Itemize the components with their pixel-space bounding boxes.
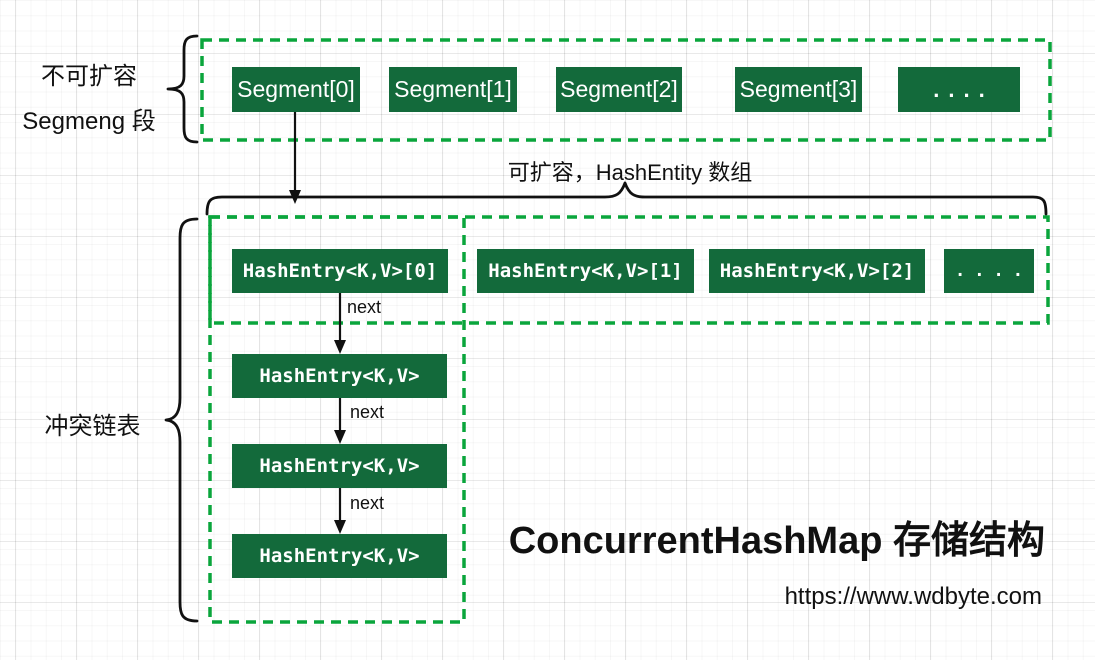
segment-section-label: 不可扩容 Segmeng 段: [0, 54, 178, 144]
segment-box-2: Segment[2]: [556, 67, 682, 112]
next-arrowhead-3: [334, 520, 346, 534]
segment-box-3: Segment[3]: [735, 67, 862, 112]
segment-section-brace: [166, 34, 199, 144]
diagram-title: ConcurrentHashMap 存储结构: [508, 520, 1045, 562]
hashentry-box-0: HashEntry<K,V>[0]: [232, 249, 448, 293]
chain-node-3: HashEntry<K,V>: [232, 534, 447, 578]
chain-node-2: HashEntry<K,V>: [232, 444, 447, 488]
hashentry-array-annotation: 可扩容，HashEntity 数组: [507, 160, 753, 185]
next-arrowhead-1: [334, 340, 346, 354]
chain-section-label: 冲突链表: [44, 413, 141, 440]
segment-section-label-line2: Segmeng 段: [22, 108, 156, 135]
hashentry-box-ellipsis: ....: [944, 249, 1034, 293]
segment-box-ellipsis: ....: [898, 67, 1020, 112]
next-label-1: next: [347, 297, 382, 317]
next-arrowhead-2: [334, 430, 346, 444]
segment-box-0: Segment[0]: [232, 67, 360, 112]
segment-array-boundary: [200, 38, 1052, 142]
hashentry-box-1: HashEntry<K,V>[1]: [477, 249, 694, 293]
next-label-3: next: [350, 493, 385, 513]
collision-chain-boundary: [208, 215, 466, 624]
segment-to-entries-arrowhead: [289, 190, 301, 204]
segment-section-label-line1: 不可扩容: [41, 63, 137, 90]
hashentry-array-brace: [205, 181, 1048, 216]
hashentry-box-2: HashEntry<K,V>[2]: [709, 249, 925, 293]
website-url: https://www.wdbyte.com: [784, 583, 1042, 610]
hashentry-array-boundary: [208, 215, 1050, 325]
chain-node-1: HashEntry<K,V>: [232, 354, 447, 398]
chain-section-brace: [164, 217, 199, 623]
next-label-2: next: [350, 402, 385, 422]
segment-box-1: Segment[1]: [389, 67, 517, 112]
